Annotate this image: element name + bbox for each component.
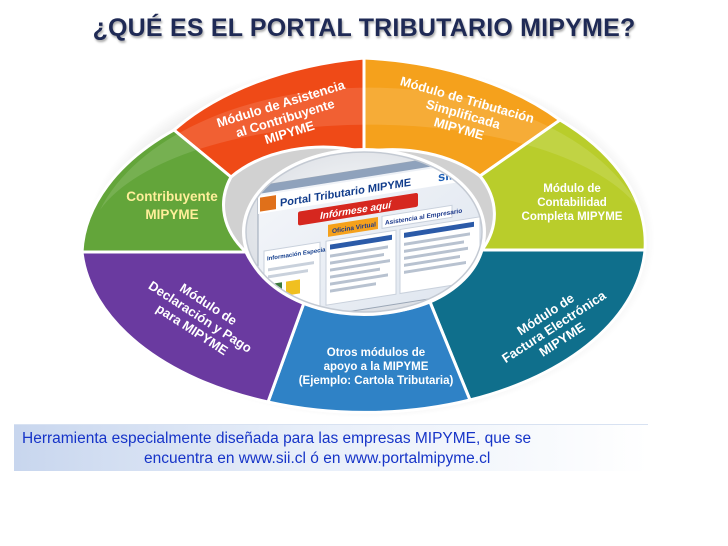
label-otros-line3: (Ejemplo: Cartola Tributaria) <box>299 375 454 387</box>
label-contabilidad: Módulo de Contabilidad Completa MIPYME <box>522 183 623 223</box>
footer-bar <box>14 424 648 471</box>
center-disc-rim <box>245 151 483 313</box>
label-contribuyente-line1: Contribuyente <box>126 189 218 204</box>
segment-contribuyente <box>80 128 250 254</box>
label-otros-line2: apoyo a la MIPYME <box>324 361 429 373</box>
label-contribuyente-line2: MIPYME <box>145 207 198 222</box>
portal-modules-ring: Portal Tributario MIPYME sii Infórmese a… <box>80 56 655 418</box>
footer-line1: Herramienta especialmente diseñada para … <box>22 430 532 447</box>
label-otros-line1: Otros módulos de <box>327 347 425 359</box>
footer-description: Herramienta especialmente diseñada para … <box>22 429 638 469</box>
label-otros: Otros módulos de apoyo a la MIPYME (Ejem… <box>299 347 454 387</box>
label-contribuyente: Contribuyente MIPYME <box>126 189 218 222</box>
portal-screenshot: Portal Tributario MIPYME sii Infórmese a… <box>257 152 482 312</box>
label-contabilidad-line2: Contabilidad <box>537 197 607 209</box>
label-contabilidad-line3: Completa MIPYME <box>522 211 623 223</box>
label-contabilidad-line1: Módulo de <box>543 183 601 195</box>
ring-highlight <box>100 87 640 210</box>
footer-line2: encuentra en www.sii.cl ó en www.portalm… <box>144 450 491 467</box>
portal-logo-block <box>260 195 276 212</box>
page-title: ¿QUÉ ES EL PORTAL TRIBUTARIO MIPYME? <box>92 14 636 42</box>
